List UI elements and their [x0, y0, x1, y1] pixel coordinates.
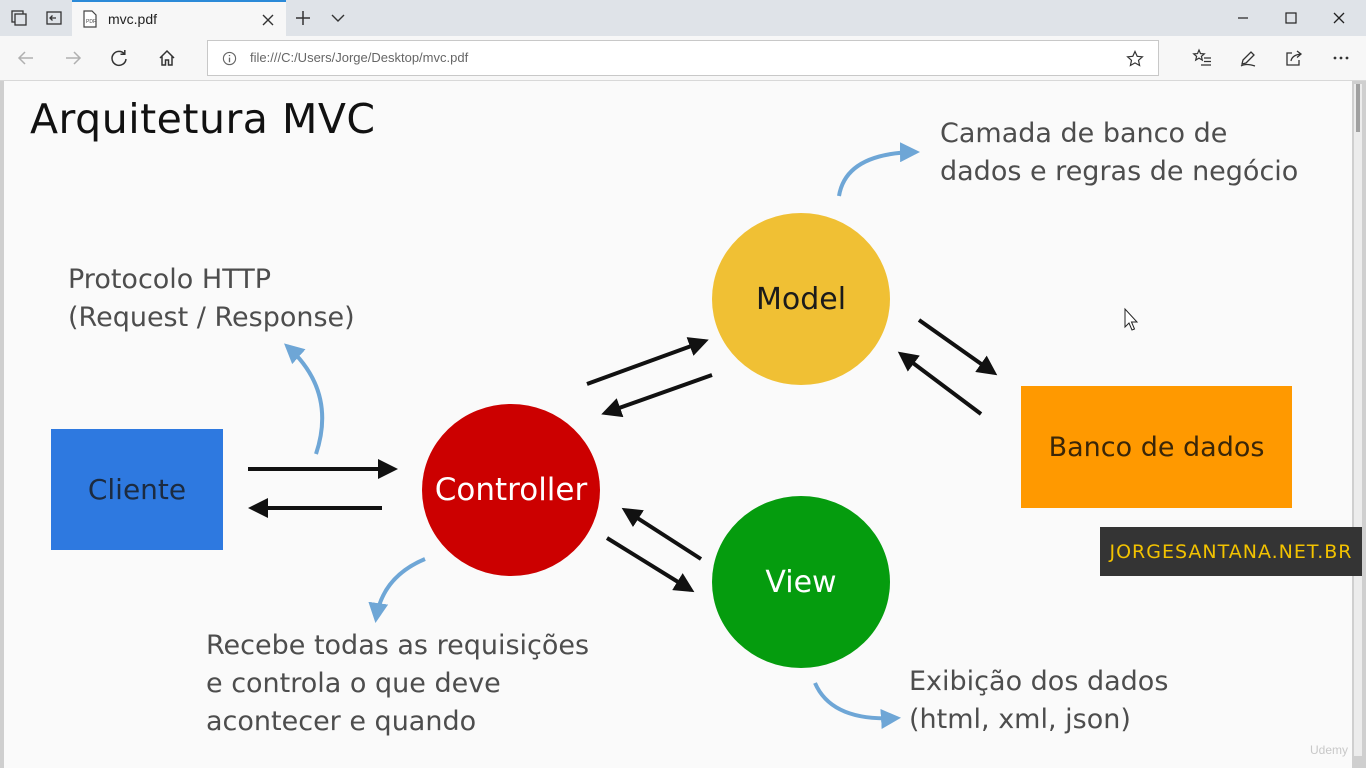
more-icon[interactable] [1329, 46, 1353, 70]
home-icon[interactable] [155, 46, 179, 70]
refresh-icon[interactable] [107, 46, 131, 70]
mouse-cursor-icon [1124, 307, 1139, 331]
info-icon[interactable] [222, 51, 237, 70]
udemy-watermark: Udemy [1310, 743, 1349, 757]
maximize-icon[interactable] [1268, 0, 1314, 36]
navigation-bar: file:///C:/Users/Jorge/Desktop/mvc.pdf [0, 36, 1366, 81]
minimize-icon[interactable] [1220, 0, 1266, 36]
client-label: Cliente [87, 473, 187, 506]
watermark-banner: JORGESANTANA.NET.BR [1100, 527, 1362, 576]
tab-preview-icon[interactable] [44, 8, 64, 28]
model-note-line-1: Camada de banco de [940, 118, 1228, 149]
pen-icon[interactable] [1236, 46, 1260, 70]
database-box: Banco de dados [1021, 386, 1292, 508]
pdf-viewer[interactable]: Arquitetura MVC Camada de banco de dados… [0, 81, 1366, 768]
view-circle: View [712, 496, 890, 668]
http-note-line-2: (Request / Response) [68, 302, 355, 333]
controller-label: Controller [434, 472, 588, 508]
tab-list-chevron-icon[interactable] [328, 8, 348, 28]
svg-text:PDF: PDF [86, 19, 96, 25]
controller-to-view-arrow [605, 536, 695, 593]
favorite-star-icon[interactable] [1126, 50, 1144, 72]
http-note: Protocolo HTTP (Request / Response) [68, 261, 355, 337]
pdf-file-icon: PDF [82, 10, 98, 32]
close-window-icon[interactable] [1316, 0, 1362, 36]
scrollbar-thumb[interactable] [1356, 84, 1360, 132]
title-bar: PDF mvc.pdf [0, 0, 1366, 36]
model-to-database-arrow [917, 318, 998, 376]
view-note-arrow [813, 682, 901, 729]
controller-note-line-1: Recebe todas as requisições [206, 630, 590, 661]
close-icon[interactable] [261, 12, 275, 31]
back-arrow-icon[interactable] [14, 46, 38, 70]
new-tab-plus-icon[interactable] [293, 8, 313, 28]
model-note-line-2: dados e regras de negócio [940, 156, 1299, 187]
controller-to-model-arrow [586, 337, 709, 386]
model-circle: Model [712, 213, 890, 385]
http-note-arrow [284, 343, 325, 455]
model-to-controller-arrow [601, 373, 713, 418]
favorites-hub-icon[interactable] [1190, 46, 1214, 70]
view-to-controller-arrow [621, 507, 703, 561]
view-note: Exibição dos dados (html, xml, json) [909, 663, 1168, 739]
share-icon[interactable] [1282, 46, 1306, 70]
view-label: View [765, 564, 837, 600]
database-label: Banco de dados [1048, 431, 1265, 463]
controller-note-line-3: acontecer e quando [206, 706, 477, 737]
tab-mvc-pdf[interactable]: PDF mvc.pdf [72, 0, 286, 36]
diagram-arrows [248, 142, 1139, 729]
view-note-line-2: (html, xml, json) [909, 704, 1131, 735]
set-aside-tabs-icon[interactable] [9, 8, 29, 28]
model-note: Camada de banco de dados e regras de neg… [940, 115, 1298, 191]
controller-note: Recebe todas as requisições e controla o… [206, 627, 589, 741]
slide-page: Arquitetura MVC Camada de banco de dados… [4, 81, 1352, 768]
forward-arrow-icon[interactable] [61, 46, 85, 70]
model-label: Model [755, 281, 847, 317]
controller-note-line-2: e controla o que deve [206, 668, 501, 699]
database-to-model-arrow [897, 351, 983, 416]
client-box: Cliente [51, 429, 223, 550]
http-note-line-1: Protocolo HTTP [68, 264, 272, 295]
view-note-line-1: Exibição dos dados [909, 666, 1169, 697]
url-text: file:///C:/Users/Jorge/Desktop/mvc.pdf [250, 50, 469, 65]
controller-circle: Controller [422, 404, 600, 576]
slide-title: Arquitetura MVC [30, 95, 376, 143]
controller-note-arrow [368, 557, 426, 623]
model-note-arrow [837, 142, 920, 197]
vertical-scrollbar[interactable] [1354, 84, 1362, 756]
address-bar[interactable]: file:///C:/Users/Jorge/Desktop/mvc.pdf [207, 40, 1159, 76]
tab-title: mvc.pdf [108, 11, 158, 27]
